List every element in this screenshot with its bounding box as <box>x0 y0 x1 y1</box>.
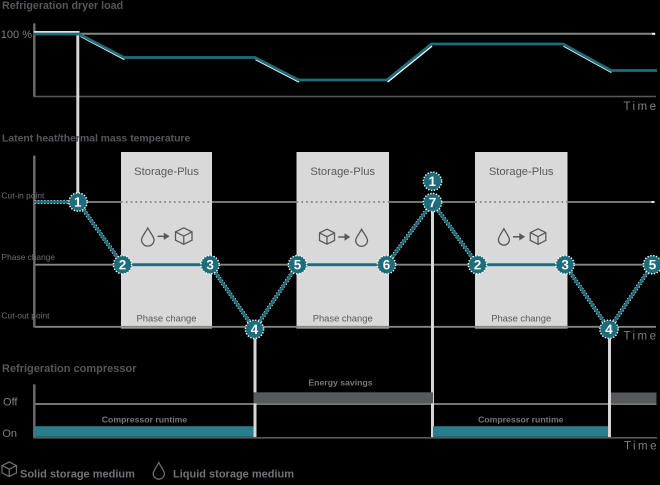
svg-text:Off: Off <box>3 396 18 408</box>
svg-text:Storage-Plus: Storage-Plus <box>310 166 375 178</box>
svg-text:Liquid storage medium: Liquid storage medium <box>173 469 294 481</box>
svg-text:Compressor runtime: Compressor runtime <box>478 414 564 424</box>
svg-text:Phase change: Phase change <box>491 313 551 324</box>
svg-text:100 %: 100 % <box>1 29 32 41</box>
svg-text:Phase change: Phase change <box>2 252 56 262</box>
svg-text:On: On <box>2 428 17 440</box>
svg-text:Refrigeration dryer load: Refrigeration dryer load <box>2 0 123 12</box>
svg-text:Storage-Plus: Storage-Plus <box>489 166 554 178</box>
svg-text:Phase change: Phase change <box>137 313 197 324</box>
svg-text:Time: Time <box>624 101 657 113</box>
svg-text:Time: Time <box>624 331 657 343</box>
svg-text:Time: Time <box>624 440 657 452</box>
svg-text:Cut-out point: Cut-out point <box>2 311 51 321</box>
svg-text:Solid storage medium: Solid storage medium <box>20 469 135 481</box>
svg-text:Refrigeration compressor: Refrigeration compressor <box>2 363 137 375</box>
svg-text:Cut-in point: Cut-in point <box>2 191 46 201</box>
svg-text:Compressor runtime: Compressor runtime <box>102 414 188 424</box>
svg-text:Phase change: Phase change <box>313 313 373 324</box>
svg-text:Storage-Plus: Storage-Plus <box>134 166 199 178</box>
svg-text:Latent heat/thermal mass tempe: Latent heat/thermal mass temperature <box>2 134 190 145</box>
svg-text:Energy savings: Energy savings <box>308 377 372 387</box>
